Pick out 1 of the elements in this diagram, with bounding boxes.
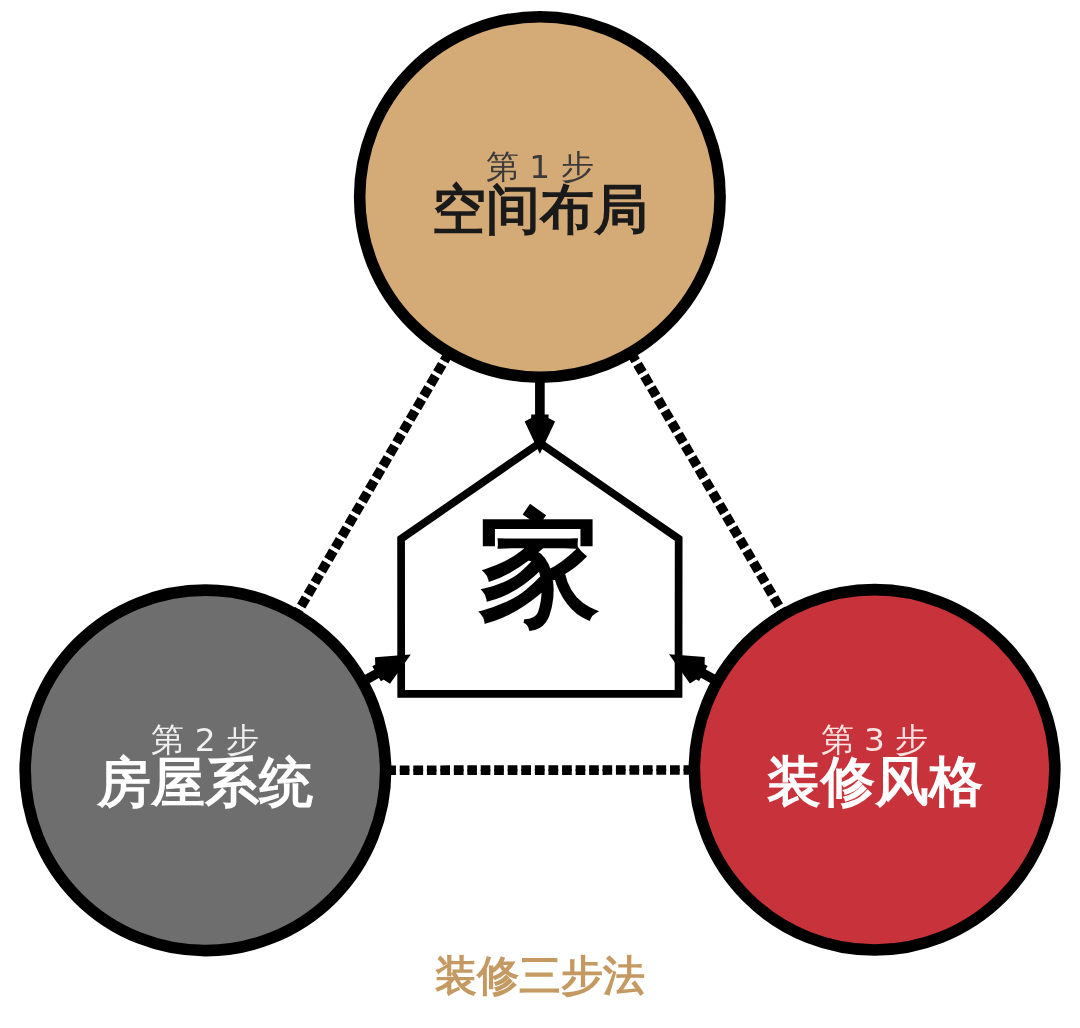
caption: 装修三步法: [434, 950, 645, 1000]
